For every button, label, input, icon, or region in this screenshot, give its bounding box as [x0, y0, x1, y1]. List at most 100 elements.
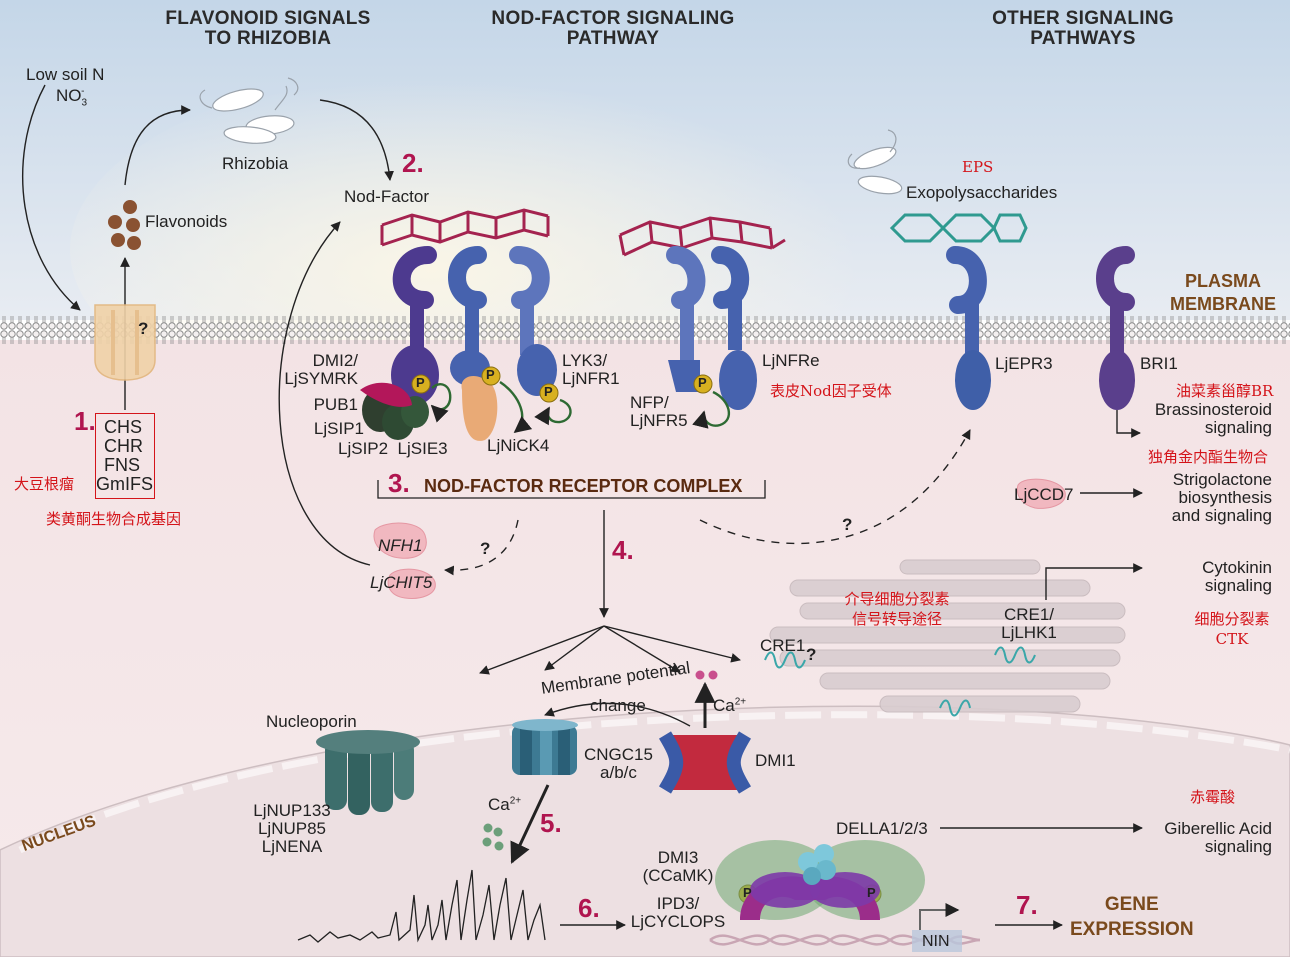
ctk-chinese: 细胞分裂素 CTK [1194, 610, 1270, 648]
ipd3-label: IPD3/ LjCYCLOPS [630, 894, 726, 931]
cre1-ljlhk1-label: CRE1/ LjLHK1 [1001, 605, 1057, 642]
epr3-question-mark: ? [842, 515, 853, 534]
arrow-lhk1-to-cytokinin [1045, 563, 1143, 600]
no3-subscript: 3 [81, 97, 88, 109]
nucleoporin-label: Nucleoporin [266, 712, 357, 731]
ljnick4-protein [461, 375, 498, 441]
step-1-label: 1. [74, 406, 96, 436]
step-4-label: 4. [612, 535, 634, 565]
calcium-ions-cyto [695, 670, 718, 680]
flavonoid-molecules-icon [108, 200, 141, 250]
ljnick4-label: LjNiCK4 [487, 436, 550, 455]
nfh1-label: NFH1 [378, 536, 423, 555]
nin-gene-box [912, 930, 962, 952]
bri1-label: BRI1 [1140, 354, 1178, 373]
cre1-question-mark: ? [806, 645, 817, 664]
ca-nuclear-charge: 2+ [509, 795, 522, 807]
soybean-nodule-chinese: 大豆根瘤 [14, 475, 75, 493]
membrane-potential-change-label: change [590, 696, 646, 715]
arrow-bri1-to-brassinosteroid [1116, 410, 1141, 438]
ljnfre-label: LjNFRe [762, 351, 820, 370]
phospho-p-5: P [743, 885, 752, 900]
nfh1-chit5-enzymes [373, 478, 1066, 599]
exopolysaccharide-chain-icon [889, 213, 1028, 243]
cngc15-label: CNGC15 a/b/c [584, 745, 653, 782]
nfp-label: NFP/ LjNFR5 [630, 393, 688, 430]
exopolysaccharides-label: Exopolysaccharides [906, 183, 1058, 202]
nucleoporin-complex [316, 730, 420, 815]
low-soil-n-label: Low soil N [26, 65, 105, 84]
ljccd7-label: LjCCD7 [1014, 485, 1074, 504]
nin-label: NIN [922, 933, 950, 950]
flavonoid-gene-chs: CHS [104, 417, 143, 437]
rhizobia-label: Rhizobia [222, 154, 289, 173]
arrow-branch-3 [603, 625, 681, 673]
nfp-nfr5-receptor [666, 246, 706, 392]
cngc15-channel [512, 719, 578, 775]
header-other-pathways: OTHER SIGNALING PATHWAYS [992, 8, 1174, 49]
ljchit5-label: LjCHIT5 [370, 573, 433, 592]
cytokinin-pathway-chinese: 介导细胞分裂素 信号转导途径 [844, 590, 950, 628]
endoplasmic-reticulum [769, 559, 1126, 713]
arrow-branch-1 [479, 625, 605, 675]
flavonoid-gene-fns: FNS [104, 455, 140, 475]
arrow-rhizobia-to-nodfactor [319, 99, 394, 181]
strigolactone-chinese: 独角金内酯生物合 [1148, 448, 1269, 466]
dmi1-channel [658, 731, 752, 794]
arrow-chit5-to-nodfactor [278, 221, 371, 566]
step-2-label: 2. [402, 148, 424, 178]
phospho-p-2: P [486, 367, 495, 382]
calcium-spiking-trace [297, 869, 546, 943]
plasma-membrane [0, 315, 1290, 345]
phospho-p-4: P [698, 375, 707, 390]
phospho-p-1: P [416, 375, 425, 390]
no3-superscript: - [81, 86, 85, 98]
header-flavonoid-signals: FLAVONOID SIGNALS TO RHIZOBIA [165, 8, 371, 49]
arrow-flavonoids-to-rhizobia [124, 105, 191, 186]
ca-cyto-charge: 2+ [734, 696, 747, 708]
arrow-nin-transcription [919, 903, 960, 930]
header-nod-factor-pathway: NOD-FACTOR SIGNALING PATHWAY [491, 8, 735, 49]
receptor-complex-bracket [377, 480, 766, 499]
nod-factor-chain-right [618, 216, 786, 257]
dmi3-label: DMI3 (CCaMK) [642, 848, 714, 885]
flavonoid-transporter-icon [94, 304, 156, 381]
phospho-p-3: P [544, 384, 553, 399]
nod-factor-receptor-complex-label: NOD-FACTOR RECEPTOR COMPLEX [424, 476, 743, 496]
brassinosteroid-label: Brassinosteroid signaling [1154, 400, 1272, 437]
flavonoids-label: Flavonoids [145, 212, 228, 231]
no3-text: NO [56, 86, 82, 105]
arrow-branch-4 [603, 625, 741, 663]
eps-chinese-label: EPS [962, 158, 994, 176]
nuclear-pores-dash [18, 711, 1290, 854]
step-5-label: 5. [540, 808, 562, 838]
cytokinin-label: Cytokinin signaling [1202, 558, 1272, 595]
dmi3-ipd3-complex [715, 840, 925, 920]
ca-cyto-text: Ca [713, 696, 735, 715]
arrow-branch-2 [544, 625, 605, 671]
eps-rhizobia-icon [847, 129, 903, 195]
della-label: DELLA1/2/3 [836, 819, 928, 838]
dmi2-label: DMI2/ LjSYMRK [284, 351, 358, 388]
ljepr3-label: LjEPR3 [995, 354, 1053, 373]
pub1-sip-complex [360, 382, 429, 440]
ljnup-labels: LjNUP133 LjNUP85 LjNENA [253, 801, 331, 856]
nuclear-envelope [0, 705, 1290, 957]
arrow-membrane-potential [544, 702, 691, 727]
arrow-complex-to-chit5 [444, 519, 519, 576]
flavonoid-genes-chinese: 类黄酮生物合成基因 [46, 510, 182, 528]
phospho-p-6: P [867, 885, 876, 900]
chit5-question-mark: ? [480, 539, 491, 558]
nod-receptor-chinese: 表皮Nod因子受体 [770, 382, 892, 400]
ca-nuclear-text: Ca [488, 795, 510, 814]
arrow-complex-to-epr3 [699, 429, 971, 545]
no3-label: NO3- [56, 86, 87, 109]
ca-cytoplasm-label: Ca2+ [713, 697, 746, 715]
gibberellic-label: Giberellic Acid signaling [1164, 819, 1272, 856]
lyk3-nfr1-receptor [448, 246, 557, 396]
transporter-question-mark: ? [138, 319, 149, 338]
ljnfre-receptor [711, 246, 757, 410]
nod-factor-chain-left [380, 208, 550, 247]
step-3-label: 3. [388, 468, 410, 498]
